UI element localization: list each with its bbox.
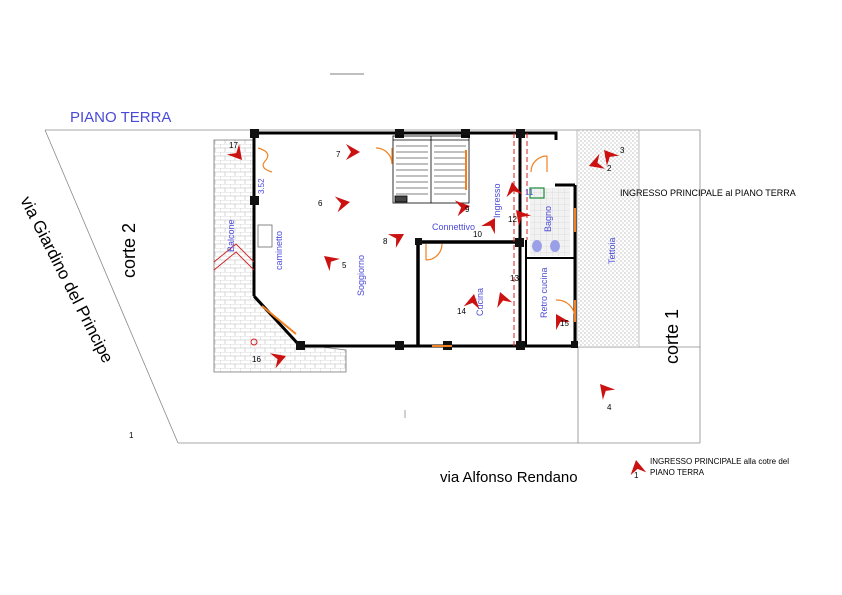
viewpoint-label-11: 11 — [525, 188, 534, 197]
viewpoint-label-16: 16 — [252, 355, 261, 364]
dimension-label: 3.52 — [257, 178, 266, 194]
viewpoint-label-4: 4 — [607, 403, 612, 412]
viewpoint-arrow-8 — [387, 227, 408, 248]
page-title: PIANO TERRA — [70, 109, 171, 126]
room-canopy: Tettoia — [607, 237, 617, 264]
viewpoint-label-13: 13 — [510, 274, 519, 283]
site-marker: 1 — [129, 431, 134, 440]
viewpoints: 2 3 4 5 6 7 8 9 10 11 12 13 14 15 16 17 — [226, 141, 625, 412]
legend-marker-number: 1 — [634, 471, 639, 480]
viewpoint-label-2: 2 — [607, 164, 612, 173]
room-back-kitchen: Retro cucina — [539, 267, 549, 318]
doors — [257, 147, 576, 347]
columns — [250, 129, 578, 350]
legend-courtyard-line2: PIANO TERRA — [650, 468, 705, 477]
room-living: Soggiorno — [356, 255, 366, 296]
legend-courtyard-line1: INGRESSO PRINCIPALE alla cotre del — [650, 457, 789, 466]
courtyard-right-label: corte 1 — [662, 309, 682, 364]
viewpoint-label-6: 6 — [318, 199, 323, 208]
street-bottom-label: via Alfonso Rendano — [440, 469, 578, 486]
legend-main-entrance: INGRESSO PRINCIPALE al PIANO TERRA — [620, 188, 796, 198]
fireplace — [257, 224, 273, 248]
viewpoint-label-7: 7 — [336, 150, 341, 159]
room-connector: Connettivo — [432, 222, 475, 232]
room-bathroom: Bagno — [543, 206, 553, 232]
viewpoint-label-12: 12 — [508, 215, 517, 224]
bathroom-fixtures — [529, 187, 560, 252]
room-fireplace: caminetto — [274, 231, 284, 270]
courtyard-left-label: corte 2 — [119, 223, 139, 278]
street-left-label: via Giardino del Principe — [16, 193, 117, 366]
viewpoint-label-15: 15 — [560, 319, 569, 328]
entrance-lines — [513, 133, 528, 346]
viewpoint-arrow-5 — [318, 249, 340, 272]
viewpoint-arrow-4 — [593, 378, 616, 400]
viewpoint-arrow-6 — [334, 194, 352, 213]
viewpoint-label-5: 5 — [342, 261, 347, 270]
viewpoint-label-9: 9 — [465, 205, 470, 214]
viewpoint-label-8: 8 — [383, 237, 388, 246]
viewpoint-label-10: 10 — [473, 230, 482, 239]
drain-mark — [250, 338, 258, 346]
balcony-railing — [213, 243, 255, 271]
viewpoint-arrow-7 — [346, 144, 360, 160]
room-entrance: Ingresso — [492, 183, 502, 218]
canopy-area — [576, 129, 640, 348]
staircase — [392, 135, 470, 204]
viewpoint-label-14: 14 — [457, 307, 466, 316]
room-balcony: Balcone — [226, 219, 236, 252]
room-kitchen: Cucina — [475, 288, 485, 316]
viewpoint-arrow-13 — [492, 289, 513, 308]
viewpoint-label-3: 3 — [620, 146, 625, 155]
viewpoint-label-17: 17 — [229, 141, 238, 150]
